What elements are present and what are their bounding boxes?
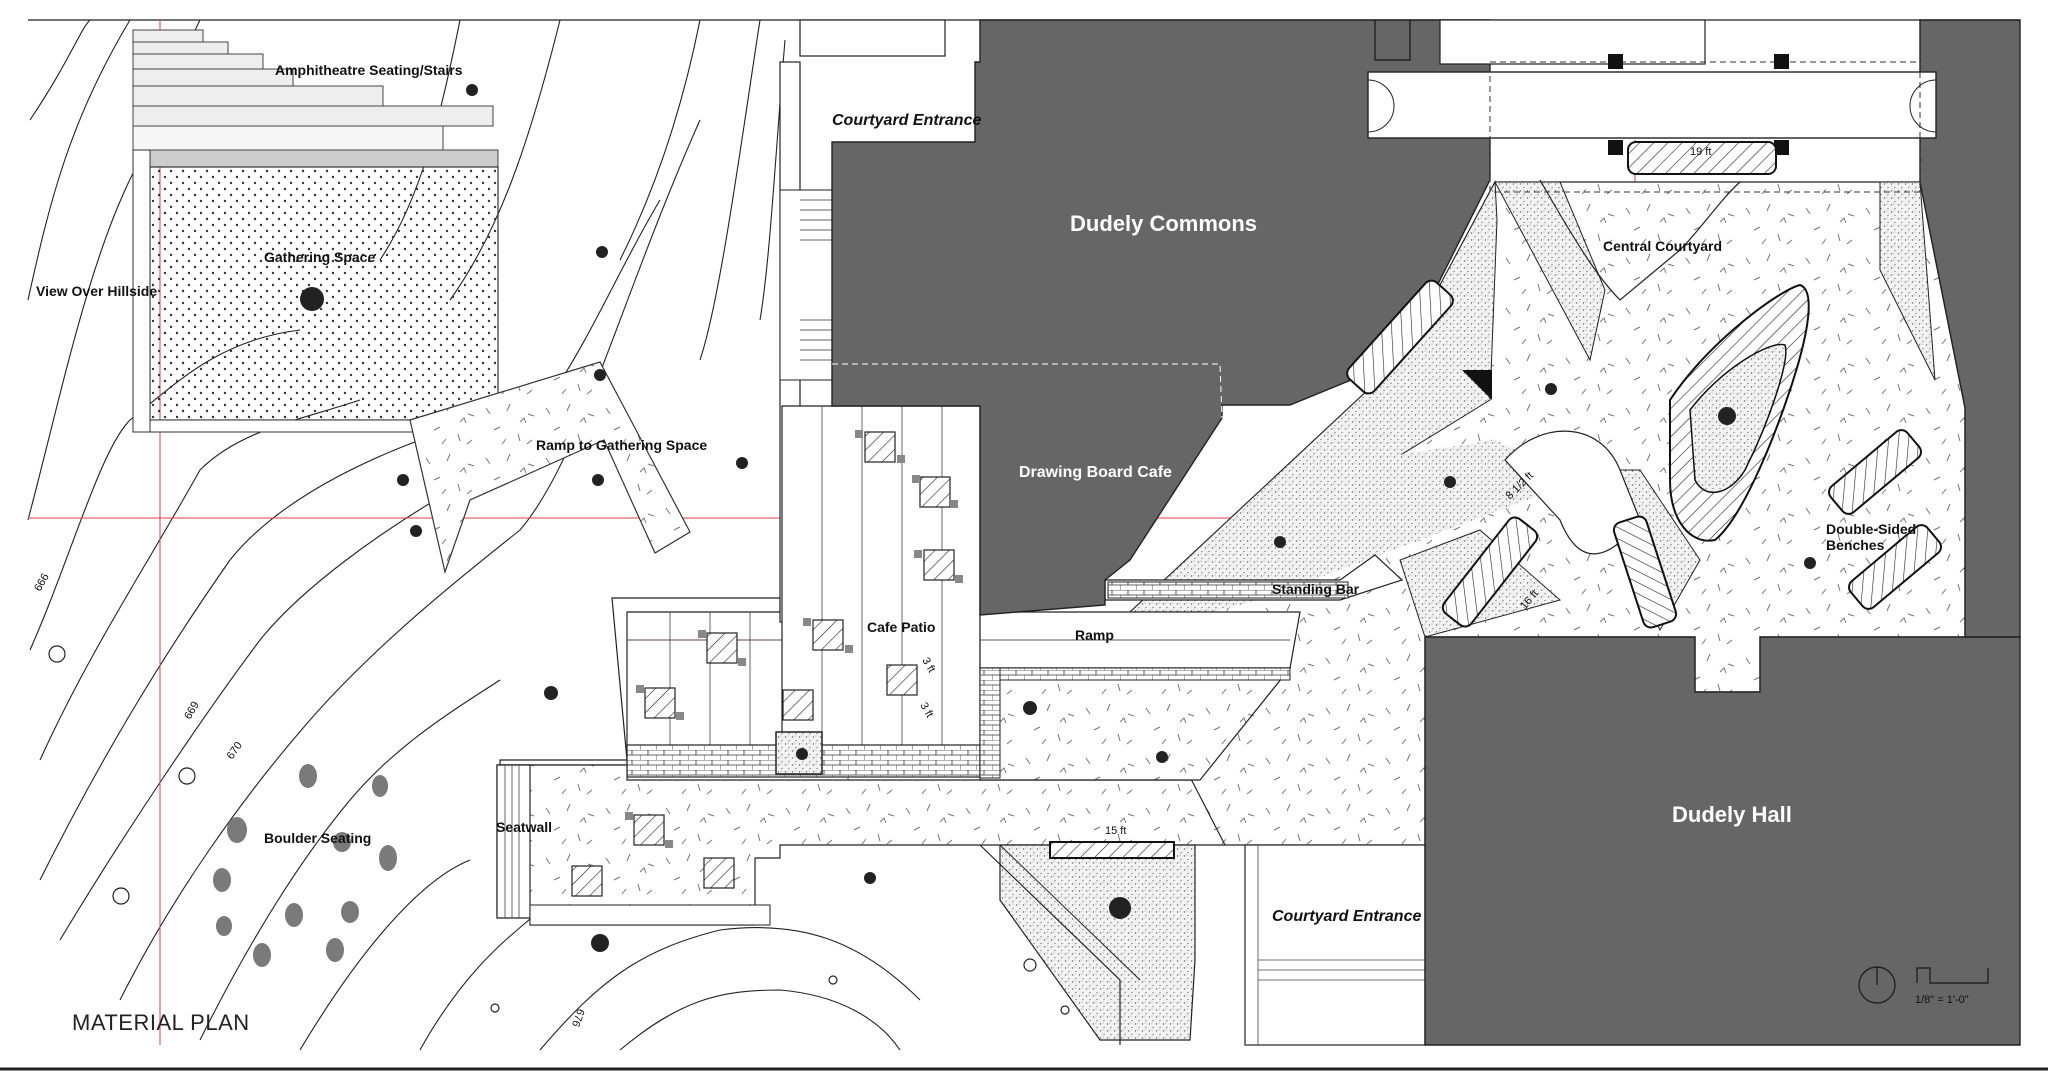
amphitheatre-label: Amphitheatre Seating/Stairs <box>275 62 463 78</box>
courtyard-entrance-bottom-label: Courtyard Entrance <box>1272 908 1421 925</box>
contour-label-666: 666 <box>32 572 52 594</box>
dudely-commons-label: Dudely Commons <box>1070 211 1257 236</box>
plan-title: MATERIAL PLAN <box>72 1010 250 1035</box>
contour-lines <box>27 19 921 1051</box>
seatwall-label: Seatwall <box>496 819 552 835</box>
courtyard-entrance-top-label: Courtyard Entrance <box>832 112 981 129</box>
scale-bar-icon <box>1916 967 1989 984</box>
central-courtyard-label: Central Courtyard <box>1603 238 1722 254</box>
dimension-15ft: 15 ft <box>1105 825 1126 837</box>
cafe-patio-label: Cafe Patio <box>867 619 935 635</box>
benches <box>1049 141 1942 859</box>
dudely-hall-building <box>1424 636 2021 1046</box>
amphitheatre-stairs <box>132 29 499 168</box>
dudely-commons-building <box>831 19 1491 616</box>
colonnade <box>1367 19 1937 193</box>
contour-label-669: 669 <box>182 700 202 722</box>
benches-label-line2: Benches <box>1826 537 1885 553</box>
benches-label-line1: Double-Sided <box>1826 521 1916 537</box>
north-arrow-icon <box>1858 966 1896 1004</box>
tree-icon <box>300 287 324 311</box>
scale-text: 1/8" = 1'-0" <box>1915 994 1969 1006</box>
dudely-hall-label: Dudely Hall <box>1672 802 1792 827</box>
dimension-19ft: 19 ft <box>1690 146 1711 158</box>
boulder-seating-label: Boulder Seating <box>264 830 371 846</box>
contour-label-670: 670 <box>225 740 245 762</box>
drawing-board-cafe-label: Drawing Board Cafe <box>1019 464 1172 481</box>
gathering-space-paving <box>149 166 499 421</box>
ramp-to-gathering-label: Ramp to Gathering Space <box>536 437 707 453</box>
cafe-tables <box>571 431 955 897</box>
boulder-seating-stones <box>213 764 397 967</box>
ramp-to-gathering-space-surface <box>409 361 691 575</box>
standing-bar-label: Standing Bar <box>1272 581 1360 597</box>
trees <box>397 84 1816 952</box>
view-over-hillside-label: View Over Hillside <box>36 283 157 299</box>
gathering-space-label: Gathering Space <box>264 249 375 265</box>
ramp-label: Ramp <box>1075 627 1114 643</box>
contour-label-676: 676 <box>569 1007 587 1028</box>
